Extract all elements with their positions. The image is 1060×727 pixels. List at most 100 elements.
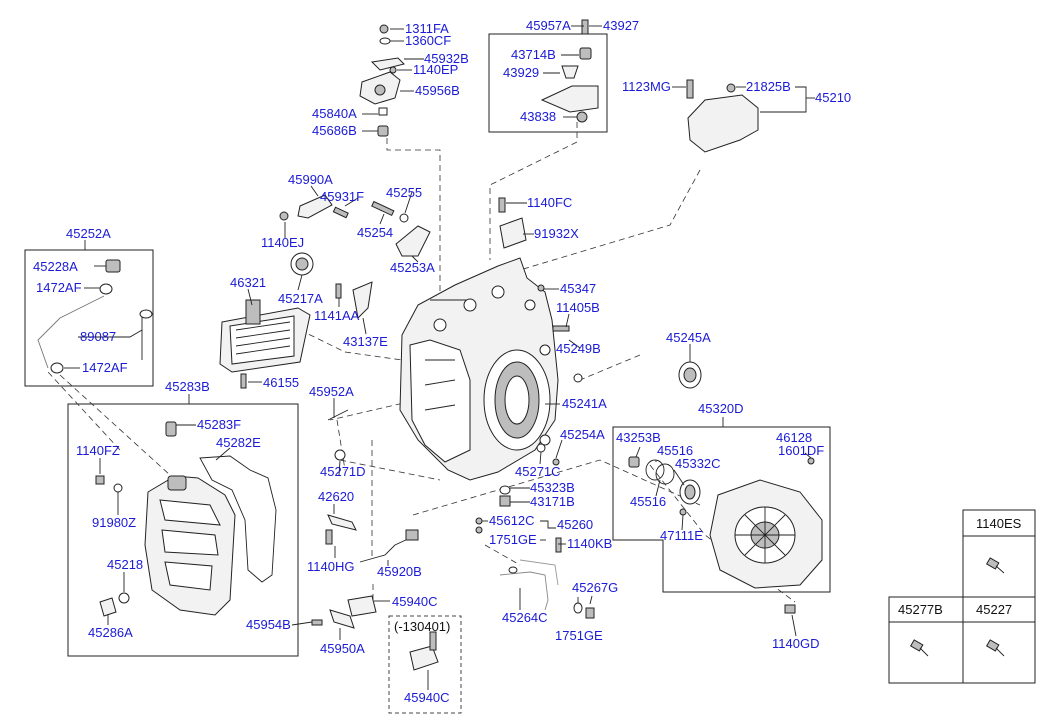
part-label[interactable]: 45283B — [165, 379, 210, 394]
part-label[interactable]: 45957A — [526, 18, 571, 33]
part-label[interactable]: 45283F — [197, 417, 241, 432]
part-label[interactable]: 1140FZ — [76, 443, 120, 458]
part-label[interactable]: 43714B — [511, 47, 556, 62]
part-label[interactable]: 45264C — [502, 610, 548, 625]
part-label[interactable]: 45516 — [630, 494, 666, 509]
washer-45218 — [118, 592, 130, 604]
part-label[interactable]: 45267G — [572, 580, 618, 595]
assembly-line — [412, 459, 701, 516]
part-label[interactable]: 45990A — [288, 172, 333, 187]
plug-45271D — [334, 449, 346, 461]
part-label[interactable]: 46321 — [230, 275, 266, 290]
assembly-line — [299, 329, 403, 361]
part-label[interactable]: 45940C — [404, 690, 450, 705]
part-label[interactable]: 45956B — [415, 83, 460, 98]
bracket-43137E — [352, 281, 373, 320]
part-label[interactable]: 45940C — [392, 594, 438, 609]
part-label[interactable]: 91980Z — [92, 515, 136, 530]
part-label[interactable]: 45218 — [107, 557, 143, 572]
part-label[interactable]: 45271C — [515, 464, 561, 479]
part-label[interactable]: 45840A — [312, 106, 357, 121]
part-label[interactable]: 45249B — [556, 341, 601, 356]
part-label[interactable]: 43929 — [503, 65, 539, 80]
part-label[interactable]: 89087 — [80, 329, 116, 344]
part-label[interactable]: 46155 — [263, 375, 299, 390]
part-label[interactable]: 45252A — [66, 226, 111, 241]
part-label[interactable]: 1140KB — [567, 536, 612, 551]
part-label[interactable]: 45253A — [390, 260, 435, 275]
hose-45252A — [37, 295, 105, 369]
part-label[interactable]: 45932B — [424, 51, 469, 66]
group-box-45252A — [24, 249, 154, 387]
part-label[interactable]: 45686B — [312, 123, 357, 138]
bolt-45612C-b — [475, 526, 483, 534]
oil-pipe-45260 — [519, 559, 559, 586]
part-label[interactable]: 45210 — [815, 90, 851, 105]
date-code: (-130401) — [394, 619, 450, 634]
gasket-1751GE-b — [573, 602, 583, 614]
bolt-45283F — [165, 421, 177, 437]
part-label[interactable]: 1472AF — [82, 360, 128, 375]
part-label[interactable]: 91932X — [534, 226, 579, 241]
part-label[interactable]: 45282E — [216, 435, 261, 450]
part-label[interactable]: 43137E — [343, 334, 388, 349]
part-label[interactable]: 45516 — [657, 443, 693, 458]
part-label[interactable]: 43171B — [530, 494, 575, 509]
seal-45332C — [679, 479, 701, 505]
part-label[interactable]: 45332C — [675, 456, 721, 471]
bolt-table — [888, 509, 1036, 684]
part-label[interactable]: 45612C — [489, 513, 535, 528]
part-label[interactable]: 45320D — [698, 401, 744, 416]
part-label[interactable]: 1140GD — [772, 636, 819, 651]
part-label[interactable]: 42620 — [318, 489, 354, 504]
part-label[interactable]: 45245A — [666, 330, 711, 345]
shaft-45254 — [371, 200, 395, 217]
part-label[interactable]: 45254 — [357, 225, 393, 240]
plug-46128 — [807, 457, 815, 465]
part-labels: 1311FA 1360CF 45932B 1140EP 45956B 45840… — [33, 18, 1022, 705]
part-label[interactable]: 1140EJ — [261, 235, 304, 250]
part-label[interactable]: 45347 — [560, 281, 596, 296]
part-label[interactable]: 1751GE — [555, 628, 603, 643]
part-label[interactable]: 46128 — [776, 430, 812, 445]
part-label[interactable]: 11405B — [556, 300, 600, 315]
part-label[interactable]: 1140EP — [413, 62, 458, 77]
part-label[interactable]: 43838 — [520, 109, 556, 124]
part-label[interactable]: 45286A — [88, 625, 133, 640]
part-label[interactable]: 45920B — [377, 564, 422, 579]
leader-lines — [64, 25, 815, 690]
part-label[interactable]: 1123MG — [622, 79, 671, 94]
part-label[interactable]: 1601DF — [778, 443, 824, 458]
part-label[interactable]: 45931F — [320, 189, 364, 204]
mount-bracket-45210 — [687, 94, 759, 153]
part-label[interactable]: 45271D — [320, 464, 366, 479]
sensor-45940C-a — [347, 595, 377, 617]
nut-1311FA — [379, 24, 389, 34]
part-label[interactable]: 43927 — [603, 18, 639, 33]
part-label[interactable]: 1141AA — [314, 308, 360, 323]
part-label[interactable]: 1311FA — [405, 21, 449, 36]
part-label[interactable]: 45217A — [278, 291, 323, 306]
part-label[interactable]: 21825B — [746, 79, 791, 94]
part-label[interactable]: 45950A — [320, 641, 365, 656]
part-label[interactable]: 45952A — [309, 384, 354, 399]
part-label[interactable]: 45323B — [530, 480, 575, 495]
part-label[interactable]: 45228A — [33, 259, 78, 274]
o-ring-45516-a — [645, 459, 665, 481]
part-label[interactable]: 47111E — [660, 528, 703, 543]
plug-45347 — [537, 284, 545, 292]
part-label[interactable]: 1472AF — [36, 280, 82, 295]
part-label[interactable]: 1140FC — [527, 195, 572, 210]
gasket-45323B — [499, 485, 511, 495]
part-label[interactable]: 1751GE — [489, 532, 537, 547]
part-label[interactable]: 45260 — [557, 517, 593, 532]
part-label[interactable]: 45255 — [386, 185, 422, 200]
part-label[interactable]: 1360CF — [405, 33, 451, 48]
part-label[interactable]: 45254A — [560, 427, 605, 442]
part-label[interactable]: 45241A — [562, 396, 607, 411]
plug-45271C — [536, 443, 546, 453]
part-label[interactable]: 45954B — [246, 617, 291, 632]
assembly-line — [579, 354, 641, 381]
part-label[interactable]: 1140HG — [307, 559, 354, 574]
part-label[interactable]: 43253B — [616, 430, 661, 445]
